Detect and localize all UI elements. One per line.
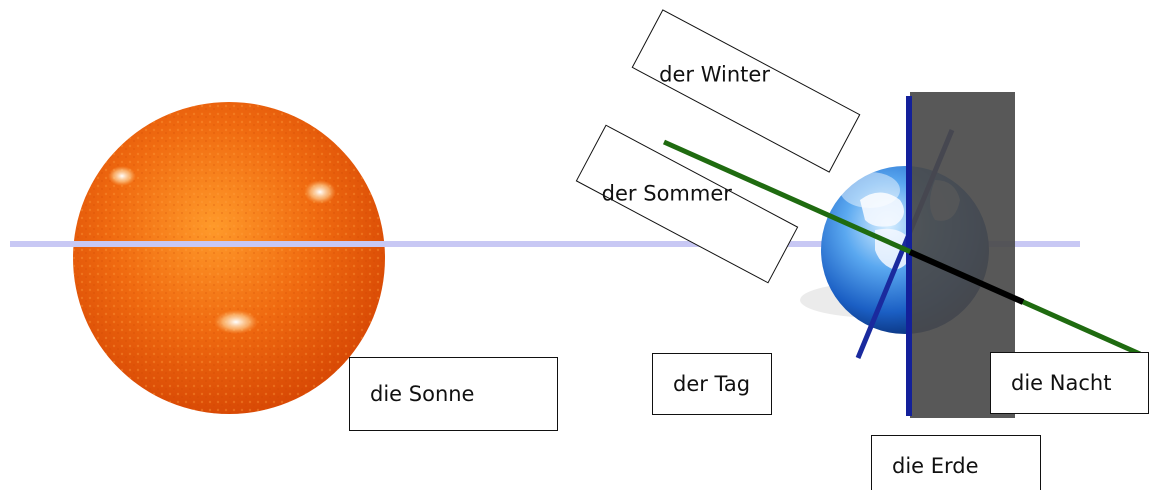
sun-image — [73, 102, 385, 414]
label-winter-text: der Winter — [659, 62, 770, 87]
label-summer-text: der Sommer — [601, 181, 732, 206]
label-night-text: die Nacht — [1011, 371, 1112, 395]
sun-ray-night-segment — [908, 249, 1025, 305]
label-day[interactable]: der Tag — [652, 353, 772, 415]
label-earth[interactable]: die Erde — [871, 435, 1041, 490]
sun-ray — [662, 139, 1142, 357]
label-night[interactable]: die Nacht — [990, 352, 1149, 414]
label-sun[interactable]: die Sonne — [349, 357, 558, 431]
label-day-text: der Tag — [673, 372, 751, 396]
label-earth-text: die Erde — [892, 454, 979, 478]
label-sun-text: die Sonne — [370, 382, 475, 406]
